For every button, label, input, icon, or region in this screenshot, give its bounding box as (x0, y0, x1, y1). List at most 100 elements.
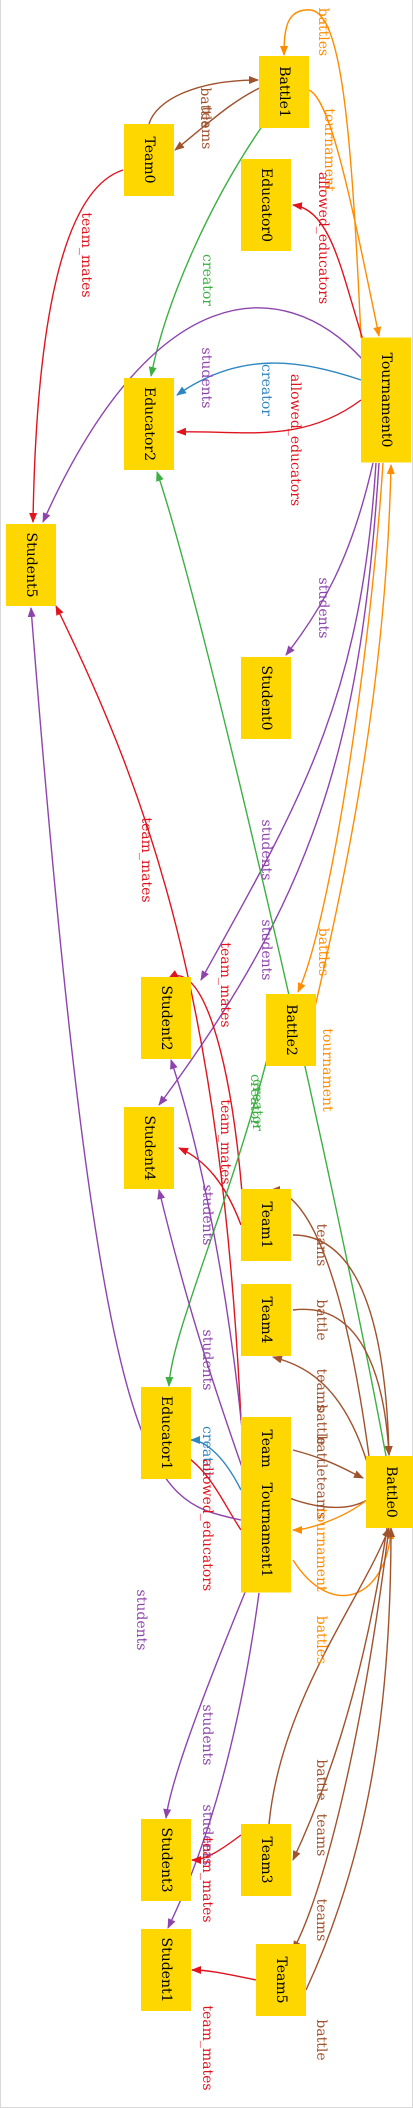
edge-label-tournament: tournament (313, 1508, 329, 1592)
node-student1[interactable]: Student1 (141, 1929, 191, 2011)
node-tournament0[interactable]: Tournament0 (361, 337, 411, 463)
node-box[interactable] (241, 1284, 291, 1356)
edges-layer (27, 9, 395, 1991)
node-student3[interactable]: Student3 (141, 1819, 191, 1901)
edge-label-students: students (199, 1705, 215, 1766)
node-box[interactable] (141, 1387, 191, 1479)
edge-Battle0-to-Team3-teams (292, 1527, 388, 1861)
edge-label-team_mates: team_mates (78, 212, 94, 297)
edge-Tournament0-to-Battle2-battles (297, 462, 384, 993)
node-box[interactable] (241, 657, 291, 739)
node-label: Team3 (258, 1836, 274, 1883)
edge-Tournament1-to-Educator1-creator (190, 1436, 242, 1491)
node-box[interactable] (141, 1819, 191, 1901)
node-box[interactable] (141, 977, 191, 1059)
edge-Tournament0-to-Student2-students (200, 462, 377, 981)
edge-label-battle: battle (313, 1299, 329, 1340)
edge-Tournament1-to-Student4-students (157, 1189, 244, 1471)
node-box[interactable] (241, 1189, 291, 1261)
edge-label-battles: battles (313, 1616, 329, 1665)
edge-label-students: students (198, 348, 214, 409)
node-battle0[interactable]: Battle0 (366, 1456, 413, 1528)
edge-label-battle: battle (313, 2019, 329, 2060)
edge-label-teams: teams (313, 1899, 329, 1942)
edge-Tournament0-to-Educator2-creator (176, 362, 362, 396)
node-label: Student4 (141, 1115, 157, 1180)
node-box[interactable] (124, 1107, 174, 1189)
node-box[interactable] (124, 378, 174, 470)
node-team3[interactable]: Team3 (241, 1824, 291, 1896)
edge-Tournament0-to-Educator0-allowed_educators (292, 202, 364, 341)
node-box[interactable] (241, 1467, 291, 1593)
node-student2[interactable]: Student2 (141, 977, 191, 1059)
edge-label-creator: creator (247, 1074, 263, 1126)
node-student4[interactable]: Student4 (124, 1107, 174, 1189)
edge-label-battles: battles (315, 928, 331, 977)
node-team0[interactable]: Team0 (124, 124, 174, 196)
node-educator2[interactable]: Educator2 (124, 378, 174, 470)
edge-Team2-to-Student5-team_mates (55, 605, 242, 1421)
node-label: Team5 (273, 1956, 289, 2003)
edge-label-teams: teams (313, 1814, 329, 1857)
node-box[interactable] (6, 524, 56, 606)
edge-label-students: students (199, 1805, 215, 1866)
edge-Tournament1-to-Student1-students (167, 1592, 260, 1929)
edge-Team0-to-Student5-team_mates (29, 169, 124, 523)
edge-label-allowed_educators: allowed_educators (315, 172, 331, 304)
node-label: Team4 (258, 1296, 274, 1343)
edge-Team4-to-Battle0-battle (292, 1308, 393, 1456)
edge-label-team_mates: team_mates (217, 942, 233, 1027)
edge-label-battle: battle (313, 1435, 329, 1476)
node-label: Team2 (258, 1429, 274, 1476)
edge-label-tournament: tournament (319, 1028, 335, 1112)
node-label: Student1 (158, 1937, 174, 2002)
edge-Team5-to-Battle0-battle (305, 1527, 395, 1991)
node-box[interactable] (366, 1456, 413, 1528)
edge-label-students: students (199, 1330, 215, 1391)
node-box[interactable] (241, 159, 291, 251)
node-team4[interactable]: Team4 (241, 1284, 291, 1356)
node-box[interactable] (124, 124, 174, 196)
node-box[interactable] (266, 994, 316, 1066)
node-battle1[interactable]: Battle1 (259, 56, 309, 128)
node-box[interactable] (259, 56, 309, 128)
edge-label-teams: teams (313, 1224, 329, 1267)
edge-label-tournament: tournament (321, 108, 337, 192)
edge-Team3-to-Battle0-battle (268, 1527, 390, 1825)
edge-label-teams: teams (313, 1369, 329, 1412)
edge-Team1-to-Battle0-battle (292, 1234, 393, 1456)
nodes-layer: Battle1Team0Educator0Tournament0Educator… (6, 56, 413, 2016)
edge-Team2-to-Battle0-battle (292, 1449, 364, 1479)
node-battle2[interactable]: Battle2 (266, 994, 316, 1066)
edge-label-team_mates: team_mates (138, 817, 154, 902)
node-team5[interactable]: Team5 (256, 1944, 306, 2016)
edge-Battle0-to-Educator2-creator (156, 471, 387, 1457)
edge-Battle1-to-Educator2-creator (148, 124, 264, 377)
edge-label-teams: teams (313, 1477, 329, 1520)
node-box[interactable] (241, 1824, 291, 1896)
node-team1[interactable]: Team1 (241, 1189, 291, 1261)
edge-Battle1-to-Team0-teams (174, 84, 267, 151)
node-educator0[interactable]: Educator0 (241, 159, 291, 251)
edge-Battle0-to-Tournament1-tournament (292, 1499, 368, 1534)
edge-Battle2-to-Educator1-creator (165, 1009, 280, 1387)
edge-Tournament0-to-Student4-students (158, 462, 380, 1106)
node-label: Student2 (158, 985, 174, 1050)
edge-label-battle: battle (197, 87, 213, 128)
node-box[interactable] (256, 1944, 306, 2016)
edge-label-teams: teams (198, 107, 214, 150)
edge-Team1-to-Student4-team_mates (178, 1147, 242, 1226)
node-label: Battle2 (283, 1004, 299, 1056)
edge-Tournament0-to-Student5-students (42, 307, 364, 523)
node-tournament1[interactable]: Tournament1 (241, 1467, 291, 1593)
node-box[interactable] (141, 1929, 191, 2011)
node-educator1[interactable]: Educator1 (141, 1387, 191, 1479)
edge-label-students: students (315, 578, 331, 639)
node-student0[interactable]: Student0 (241, 657, 291, 739)
node-box[interactable] (361, 337, 411, 463)
node-label: Tournament1 (258, 1483, 274, 1578)
node-student5[interactable]: Student5 (6, 524, 56, 606)
